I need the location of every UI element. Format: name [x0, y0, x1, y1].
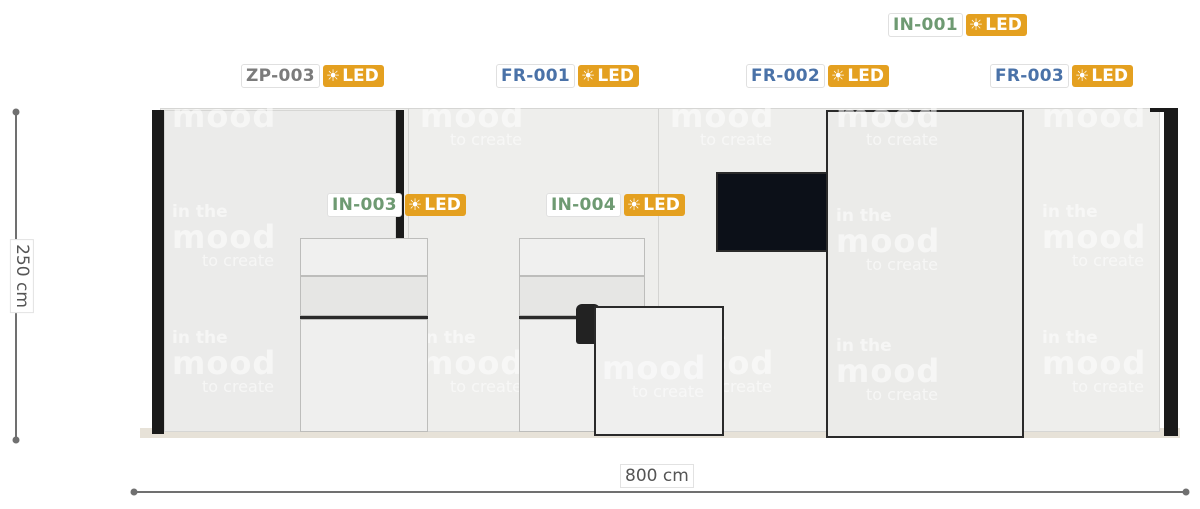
label-fr-002: FR-002 ☀LED [746, 64, 889, 88]
item-code: IN-004 [546, 193, 621, 217]
led-badge: ☀LED [623, 194, 685, 216]
led-badge: ☀LED [965, 14, 1027, 36]
frame-post-left [152, 110, 164, 434]
led-badge: ☀LED [828, 65, 889, 87]
width-dimension-end [1182, 488, 1190, 496]
label-in-001: IN-001 ☀LED [888, 13, 1027, 37]
label-in-004: IN-004 ☀LED [546, 193, 685, 217]
width-dimension-label: 800 cm [620, 464, 694, 488]
display-cabinet [300, 238, 428, 432]
counter [594, 306, 724, 436]
item-code: IN-003 [327, 193, 402, 217]
height-dimension-end [12, 108, 20, 116]
sun-icon: ☀ [581, 66, 596, 85]
width-dimension-end [130, 488, 138, 496]
item-code: FR-002 [746, 64, 826, 88]
label-fr-001: FR-001 ☀LED [496, 64, 639, 88]
sun-icon: ☀ [325, 66, 341, 85]
sun-icon: ☀ [968, 15, 984, 34]
sun-icon: ☀ [1075, 66, 1090, 85]
item-code: FR-001 [496, 64, 576, 88]
sun-icon: ☀ [831, 66, 846, 85]
height-dimension-end [12, 436, 20, 444]
item-code: ZP-003 [241, 64, 320, 88]
cabin-panel [826, 110, 1024, 438]
sun-icon: ☀ [407, 195, 423, 214]
led-badge: ☀LED [404, 194, 466, 216]
height-dimension-label: 250 cm [9, 239, 34, 313]
frame-post-right [1164, 110, 1178, 436]
led-badge: ☀LED [578, 65, 639, 87]
label-in-003: IN-003 ☀LED [327, 193, 466, 217]
led-badge: ☀LED [322, 65, 384, 87]
led-badge: ☀LED [1072, 65, 1133, 87]
item-code: FR-003 [990, 64, 1070, 88]
panel-seam [658, 108, 659, 432]
label-fr-003: FR-003 ☀LED [990, 64, 1133, 88]
frame-top-right [1150, 108, 1178, 112]
tv-screen [716, 172, 828, 252]
label-zp-003: ZP-003 ☀LED [241, 64, 384, 88]
item-code: IN-001 [888, 13, 963, 37]
sun-icon: ☀ [626, 195, 642, 214]
frame-post-inner [394, 110, 404, 244]
